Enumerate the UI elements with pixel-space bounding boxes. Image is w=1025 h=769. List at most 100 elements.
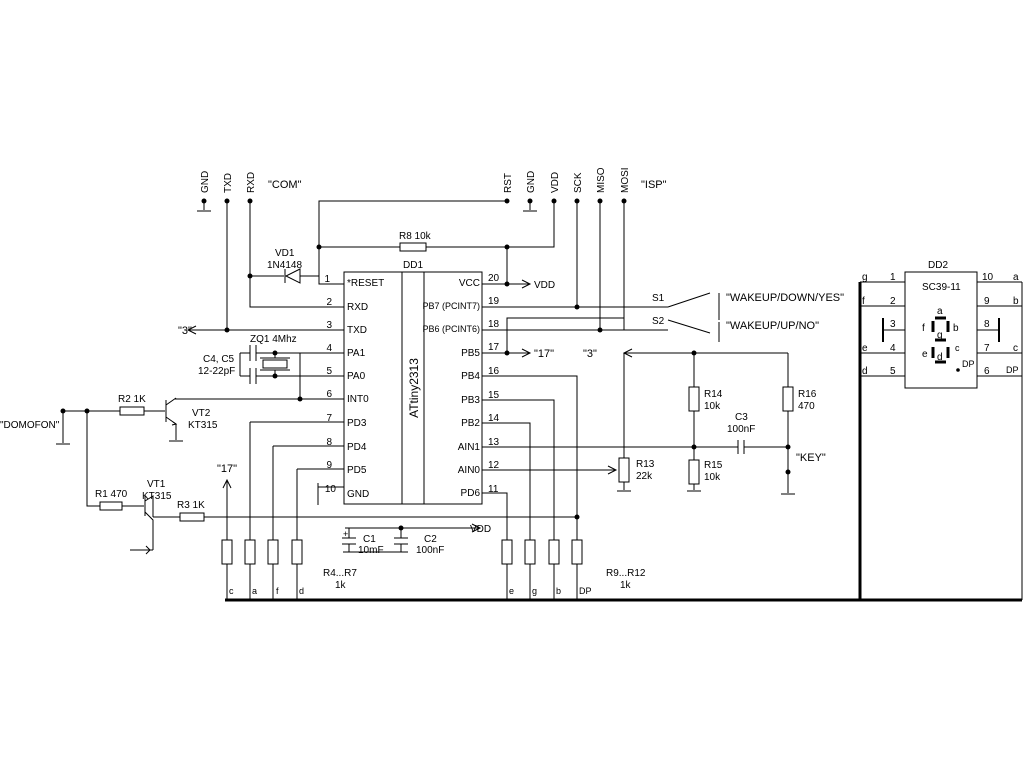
r15-ref: R15 [704, 460, 723, 471]
seg-letter-g: g [937, 330, 943, 341]
display-seg-dp: DP [1006, 365, 1019, 375]
r7-resistor [291, 539, 303, 565]
com-pin-txd: TXD [223, 173, 234, 193]
isp-pin-sck: SCK [573, 172, 584, 193]
junction [504, 350, 510, 356]
r14-resistor [688, 386, 700, 412]
r4-resistor [221, 539, 233, 565]
mcu-pin-name-11: PD6 [461, 488, 481, 499]
display-body [904, 271, 978, 389]
vt2-part: KT315 [188, 420, 218, 431]
s2-switch [667, 319, 720, 342]
domofon-label: "DOMOFON" [0, 420, 60, 431]
junction [691, 444, 697, 450]
com-pin-gnd: GND [200, 171, 211, 193]
mcu-pin-name-8: PD4 [347, 442, 367, 453]
junction [785, 444, 791, 450]
junction [574, 304, 580, 310]
segment-dp [956, 368, 960, 372]
mcu-pin-name-13: AIN1 [458, 442, 481, 453]
isp-pin-mosi: MOSI [620, 167, 631, 193]
r4r7-ref: R4...R7 [323, 568, 357, 579]
vdd-label-caps: VDD [470, 524, 491, 535]
wiring: R8 10k VDD VD1 1N4148 "3" ZQ1 4Mhz C4, C… [0, 200, 844, 599]
mcu-pin-num-10: 10 [325, 484, 337, 495]
mcu-pin-name-20: VCC [459, 278, 480, 289]
seg-letter-d: d [937, 352, 943, 363]
junction [297, 396, 303, 402]
c4-c5-caps [249, 345, 257, 384]
c2-val: 100nF [416, 545, 444, 556]
display-pin-1: 1 [890, 272, 896, 283]
mcu-pin-name-18: PB6 (PCINT6) [422, 324, 480, 334]
bus-label-d: d [299, 586, 304, 596]
mcu-center-bar [401, 271, 425, 505]
display-pin-7: 7 [984, 343, 990, 354]
zq1-crystal [262, 359, 288, 369]
vt1-part: KT315 [142, 491, 172, 502]
c2-ref: C2 [424, 534, 437, 545]
seg-letter-c: c [955, 343, 960, 353]
r13-potentiometer [618, 457, 630, 483]
isp-pin-rst: RST [503, 173, 514, 193]
wire-r13 [482, 353, 625, 490]
bus-label-g: g [532, 586, 537, 596]
mcu-ref: DD1 [403, 260, 423, 271]
c3-val: 100nF [727, 424, 755, 435]
mcu-pin-name-19: PB7 (PCINT7) [422, 301, 480, 311]
junction [272, 373, 278, 379]
vt1-emitter [130, 545, 153, 555]
c1-val: 10mF [358, 545, 384, 556]
bus-line [225, 282, 1022, 602]
r6-resistor [267, 539, 279, 565]
bus-label-f: f [276, 586, 279, 596]
isp-gnd-symbol [523, 201, 537, 212]
bus-label-dp: DP [579, 586, 592, 596]
vt2-ref: VT2 [192, 408, 211, 419]
isp-pin-gnd: GND [526, 171, 537, 193]
net-17-arrow [222, 478, 232, 489]
wire-rst [318, 200, 507, 285]
mcu-pin-num-14: 14 [488, 413, 500, 424]
mcu-pin-num-11: 11 [488, 484, 499, 495]
r12-resistor [571, 539, 583, 565]
s1-ref: S1 [652, 293, 665, 304]
mcu-pin-num-12: 12 [488, 460, 500, 471]
display-pin-4: 4 [890, 343, 896, 354]
seven-segment-glyph: a b c d e f g DP [922, 306, 975, 372]
mcu-pin-name-10: GND [347, 489, 369, 500]
s2-label: "WAKEUP/UP/NO" [726, 320, 819, 332]
seg-letter-f: f [922, 323, 925, 334]
wire-pb-resistors [482, 375, 578, 540]
display-pin-6: 6 [984, 366, 990, 377]
r3-label: R3 1K [177, 500, 205, 511]
mcu-part: ATtiny2313 [407, 358, 421, 418]
mcu-pin-num-9: 9 [326, 460, 332, 471]
display-pin-3: 3 [890, 319, 896, 330]
mcu-dd1: DD1 ATtiny2313 *RESET RXD TXD PA1 PA0 IN… [324, 260, 500, 505]
r15-val: 10k [704, 472, 721, 483]
mcu-pin-name-4: PA1 [347, 348, 366, 359]
net-3-left: "3" [178, 325, 192, 337]
mcu-pin-num-4: 4 [326, 343, 332, 354]
r16-resistor [782, 386, 794, 412]
r2-resistor [119, 406, 145, 416]
vd1-diode [284, 268, 301, 284]
r1-label: R1 470 [95, 489, 128, 500]
r16-val: 470 [798, 401, 815, 412]
seg-letter-b: b [953, 323, 959, 334]
wire-pb7-s1 [482, 201, 668, 308]
wire-vd1-rxd [249, 201, 344, 308]
isp-title: "ISP" [641, 179, 667, 191]
mcu-pin-name-17: PB5 [461, 348, 480, 359]
mcu-pin-num-3: 3 [326, 320, 332, 331]
mcu-pin-name-3: TXD [347, 325, 367, 336]
s1-label: "WAKEUP/DOWN/YES" [726, 292, 844, 304]
junction [398, 525, 404, 531]
vt2-transistor [63, 397, 177, 440]
mcu-pin-num-18: 18 [488, 319, 500, 330]
mcu-pin-name-5: PA0 [347, 371, 366, 382]
display-seg-c: c [1013, 343, 1018, 354]
r9r12-val: 1k [620, 580, 632, 591]
s1-switch [667, 292, 720, 320]
